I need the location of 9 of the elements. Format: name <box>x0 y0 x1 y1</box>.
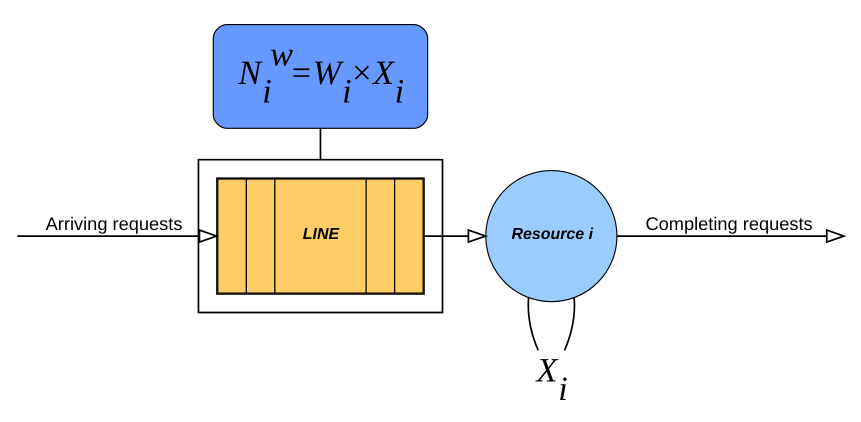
node-circle: Resource i <box>485 170 618 302</box>
arrow <box>17 228 220 244</box>
edge-label: Completing requests <box>645 213 813 234</box>
arrow <box>617 228 846 244</box>
arrow <box>424 228 488 244</box>
connector <box>564 298 576 351</box>
connector <box>527 298 540 351</box>
edge-label: Arriving requests <box>46 213 182 234</box>
connector <box>320 128 322 160</box>
